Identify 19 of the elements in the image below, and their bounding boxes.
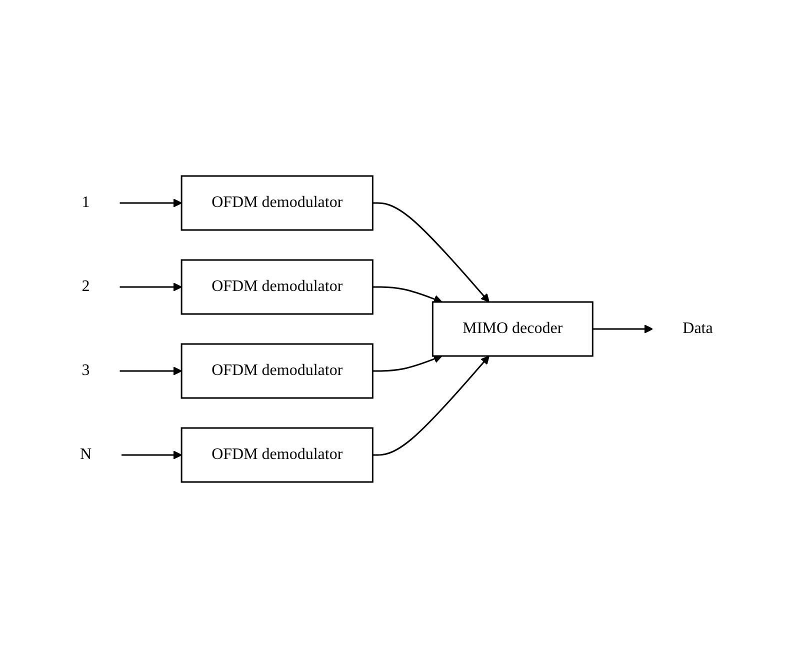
node-text: 1	[82, 194, 90, 210]
arrow	[120, 366, 182, 375]
node-box: OFDM demodulator	[180, 426, 374, 482]
arrow	[372, 286, 442, 303]
arrow	[120, 198, 182, 207]
node-box: OFDM demodulator	[180, 342, 374, 398]
node-text: Data	[682, 320, 713, 336]
node-box: OFDM demodulator	[180, 174, 374, 230]
arrow	[592, 324, 654, 333]
arrow	[372, 354, 442, 372]
node-text: 2	[82, 278, 90, 294]
arrow	[372, 355, 490, 456]
node-text: N	[80, 446, 92, 462]
arrow	[372, 202, 490, 302]
arrow	[122, 450, 182, 459]
node-box: OFDM demodulator	[180, 258, 374, 314]
arrow	[120, 282, 182, 291]
node-box: MIMO decoder	[432, 300, 594, 356]
node-text: 3	[82, 362, 90, 378]
